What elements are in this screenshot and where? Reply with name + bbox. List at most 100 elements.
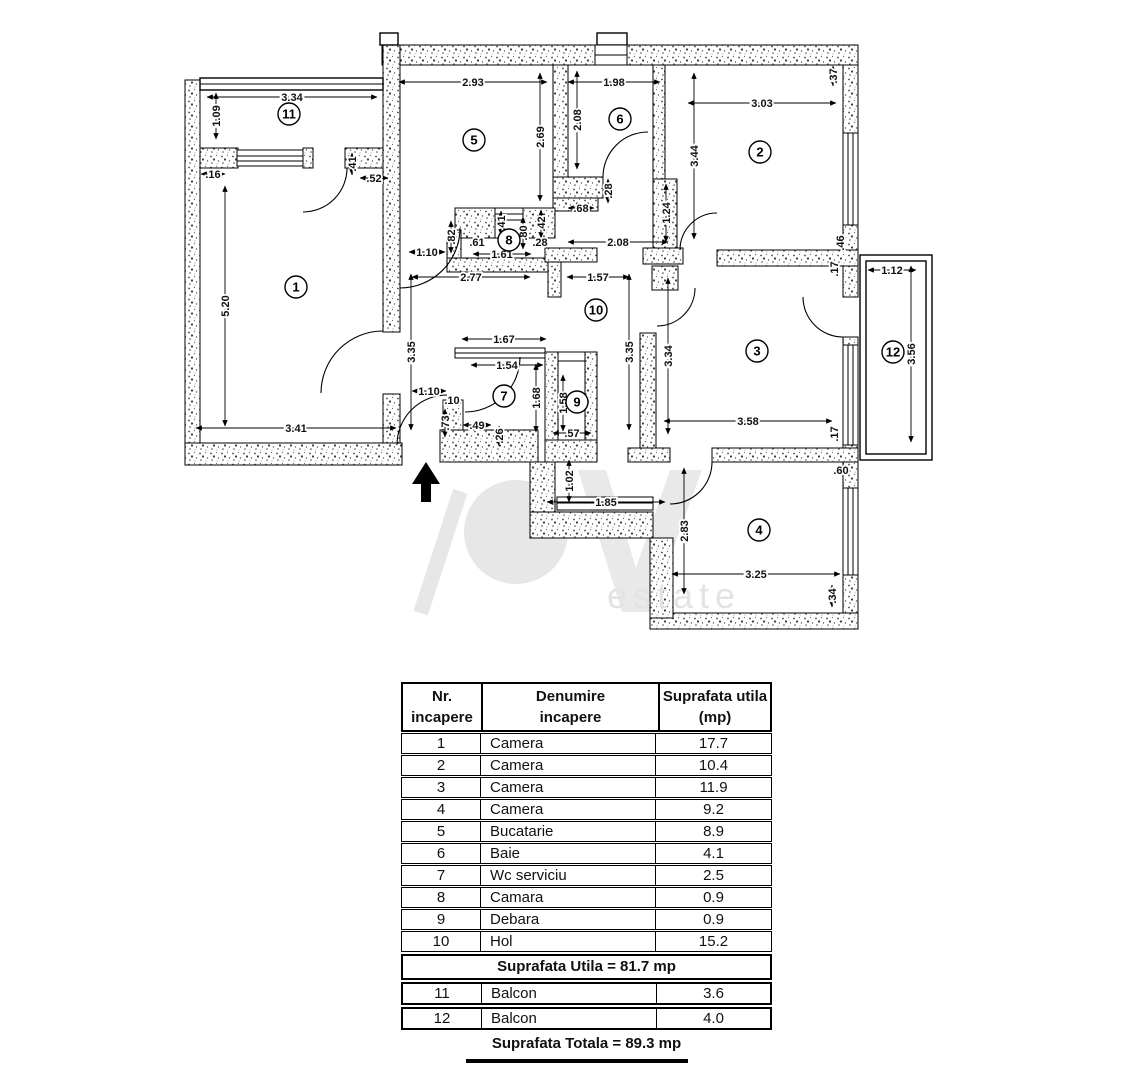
dimension-label: 3.34 [206,90,378,106]
dimension-label: .41 [345,152,361,176]
dimension-label: 1.54 [470,358,544,374]
dimension-label: 2.08 [567,235,669,251]
table-cell: Wc serviciu [480,866,655,885]
balcony-walls [199,32,933,461]
plan-annotations: 3.341.09.16.41.525.203.412.932.691.982.0… [195,65,920,608]
room-number: 1 [284,275,308,299]
dimension-label: 5.20 [218,185,234,427]
svg-text:12: 12 [886,345,900,360]
table-cell: 5 [436,823,446,840]
total-row: Suprafata Totala = 89.3 mp [491,1035,682,1052]
svg-text:1: 1 [292,280,299,295]
dimension-label: 3.58 [663,414,833,430]
svg-text:3.35: 3.35 [624,341,636,362]
svg-text:.16: .16 [205,169,220,181]
dimension-label: 1.09 [209,92,225,140]
svg-text:3.44: 3.44 [689,144,701,166]
dimension-label: 1.98 [567,75,661,91]
svg-text:9: 9 [573,395,580,410]
dimension-label: .16 [200,167,226,183]
svg-text:1.09: 1.09 [211,105,223,126]
dimension-label: .49 [462,418,492,434]
table-cell: 10.4 [655,756,771,775]
dimension-label: .57 [552,426,592,442]
dimension-label: .42 [534,209,550,239]
svg-text:2.77: 2.77 [460,272,481,284]
dimension-label: .28 [531,235,550,251]
dimension-label: 1.57 [566,270,630,286]
svg-text:1.54: 1.54 [496,360,518,372]
dimension-label: 3.44 [687,72,703,240]
table-cell: Balcon [481,984,656,1003]
svg-text:.17: .17 [829,426,841,441]
table-cell: Camera [480,800,655,819]
svg-text:.68: .68 [573,203,588,215]
dimension-label: 3.56 [904,265,920,443]
dimension-label: .73 [438,408,454,438]
svg-text:11: 11 [282,107,296,122]
dimension-label: .52 [359,171,389,187]
svg-text:8: 8 [505,233,512,248]
svg-text:.52: .52 [366,173,381,185]
cropped-table-line [466,1059,688,1063]
svg-text:1.67: 1.67 [493,334,514,346]
table-cell: 10 [432,933,450,950]
svg-text:3.41: 3.41 [285,423,306,435]
svg-text:1.61: 1.61 [491,249,512,261]
svg-text:4: 4 [755,523,763,538]
table-cell: 15.2 [655,932,771,951]
dimension-label: .28 [601,178,617,204]
svg-text:.34: .34 [827,587,839,603]
table-header: Nr. incapere Denumire incapere Suprafata… [401,682,772,732]
dimension-label: .26 [492,425,508,447]
dimension-label: .60 [832,463,851,479]
table-cell: 17.7 [655,734,771,753]
table-cell: Bucatarie [480,822,655,841]
dimension-label: 2.93 [398,75,548,91]
area-table: Nr. incapere Denumire incapere Suprafata… [401,682,772,1055]
svg-text:2.08: 2.08 [572,109,584,130]
table-cell: 9.2 [655,800,771,819]
svg-text:3.03: 3.03 [751,98,772,110]
svg-text:1.68: 1.68 [531,387,543,408]
dimension-label: 1.02 [562,459,578,503]
svg-text:.61: .61 [469,237,484,249]
svg-text:1.02: 1.02 [564,470,576,491]
svg-text:1.85: 1.85 [595,497,616,509]
svg-text:3: 3 [753,344,760,359]
table-cell: 4.0 [656,1009,770,1028]
table-cell: Camara [480,888,655,907]
header-denumire: Denumire incapere [481,684,658,730]
dimension-label: 1.10 [408,245,446,261]
svg-text:3.34: 3.34 [281,92,303,104]
svg-text:.49: .49 [469,420,484,432]
room-number: 11 [277,102,301,126]
table-cell: Camera [480,756,655,775]
header-suprafata: Suprafata utila (mp) [658,684,770,730]
svg-text:2.08: 2.08 [607,237,628,249]
table-cell: 8 [436,889,446,906]
svg-text:.17: .17 [829,261,841,276]
dimension-label: 1.12 [867,263,917,279]
svg-text:10: 10 [589,303,603,318]
dimension-label: .41 [494,210,510,236]
dimension-label: 3.34 [661,277,677,435]
table-cell: 0.9 [655,888,771,907]
table-cell: 11 [434,985,450,1002]
svg-text:.82: .82 [446,229,458,244]
room-number: 9 [565,390,589,414]
room-number: 3 [745,339,769,363]
dimension-label: 2.69 [533,72,549,202]
svg-text:1.98: 1.98 [603,77,624,89]
dimension-label: 1.68 [529,363,545,433]
svg-text:.73: .73 [440,415,452,430]
svg-text:5.20: 5.20 [220,295,232,316]
table-cell: 4.1 [655,844,771,863]
